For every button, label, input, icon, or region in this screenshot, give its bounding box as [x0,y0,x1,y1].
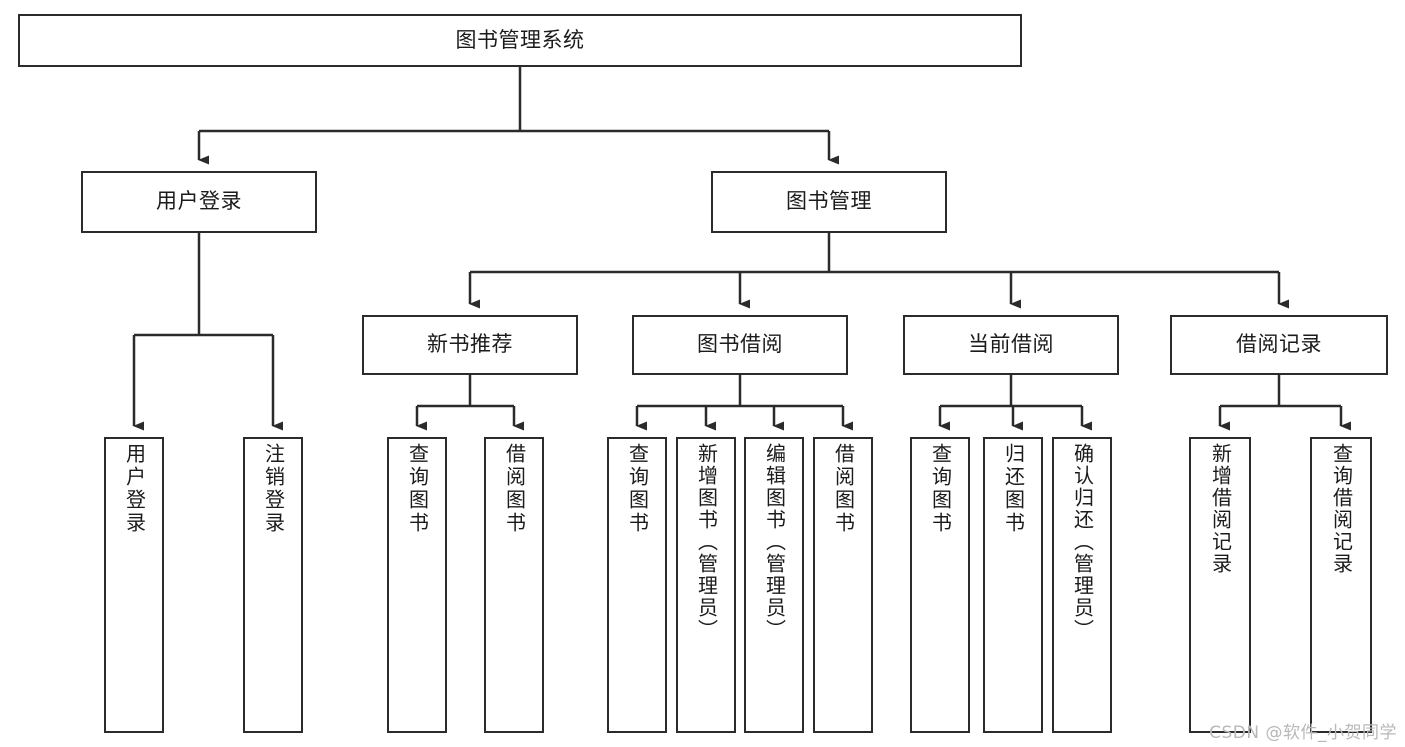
node-borrow-records-label: 借阅记录 [1236,332,1322,357]
leaf-user-login[interactable]: 用户登录 [104,437,164,733]
leaf-query-book-borrow[interactable]: 查询图书 [607,437,667,733]
leaf-confirm-return-admin[interactable]: 确认归还（管理员） [1052,437,1112,733]
node-root[interactable]: 图书管理系统 [18,14,1022,67]
node-new-book-recommend-label: 新书推荐 [427,332,513,357]
node-current-borrow[interactable]: 当前借阅 [903,315,1119,375]
leaf-add-book-admin[interactable]: 新增图书（管理员） [676,437,736,733]
node-book-borrow[interactable]: 图书借阅 [632,315,848,375]
leaf-query-book-newbook-label: 查询图书 [405,443,430,535]
leaf-return-book-label: 归还图书 [1001,443,1026,535]
leaf-user-login-label: 用户登录 [122,443,147,535]
leaf-logout-label: 注销登录 [261,443,286,535]
leaf-add-borrow-record[interactable]: 新增借阅记录 [1189,437,1251,733]
csdn-watermark: CSDN @软件_小贺同学 [1209,723,1397,743]
node-book-management[interactable]: 图书管理 [711,171,947,233]
leaf-return-book[interactable]: 归还图书 [983,437,1043,733]
node-user-login-label: 用户登录 [156,189,242,214]
node-current-borrow-label: 当前借阅 [968,332,1054,357]
leaf-borrow-book-borrow[interactable]: 借阅图书 [813,437,873,733]
leaf-query-book-current-label: 查询图书 [928,443,953,535]
leaf-edit-book-admin-label: 编辑图书（管理员） [762,443,787,641]
leaf-edit-book-admin[interactable]: 编辑图书（管理员） [744,437,804,733]
leaf-query-borrow-record-label: 查询借阅记录 [1329,443,1354,575]
node-book-borrow-label: 图书借阅 [697,332,783,357]
leaf-query-book-newbook[interactable]: 查询图书 [387,437,447,733]
node-new-book-recommend[interactable]: 新书推荐 [362,315,578,375]
node-book-management-label: 图书管理 [786,189,872,214]
leaf-query-book-current[interactable]: 查询图书 [910,437,970,733]
node-borrow-records[interactable]: 借阅记录 [1170,315,1388,375]
node-root-label: 图书管理系统 [455,27,585,52]
leaf-query-book-borrow-label: 查询图书 [625,443,650,535]
leaf-logout[interactable]: 注销登录 [243,437,303,733]
leaf-borrow-book-newbook-label: 借阅图书 [502,443,527,535]
leaf-add-borrow-record-label: 新增借阅记录 [1208,443,1233,575]
leaf-borrow-book-borrow-label: 借阅图书 [831,443,856,535]
leaf-query-borrow-record[interactable]: 查询借阅记录 [1310,437,1372,733]
leaf-confirm-return-admin-label: 确认归还（管理员） [1070,443,1095,641]
leaf-borrow-book-newbook[interactable]: 借阅图书 [484,437,544,733]
node-user-login[interactable]: 用户登录 [81,171,317,233]
leaf-add-book-admin-label: 新增图书（管理员） [694,443,719,641]
